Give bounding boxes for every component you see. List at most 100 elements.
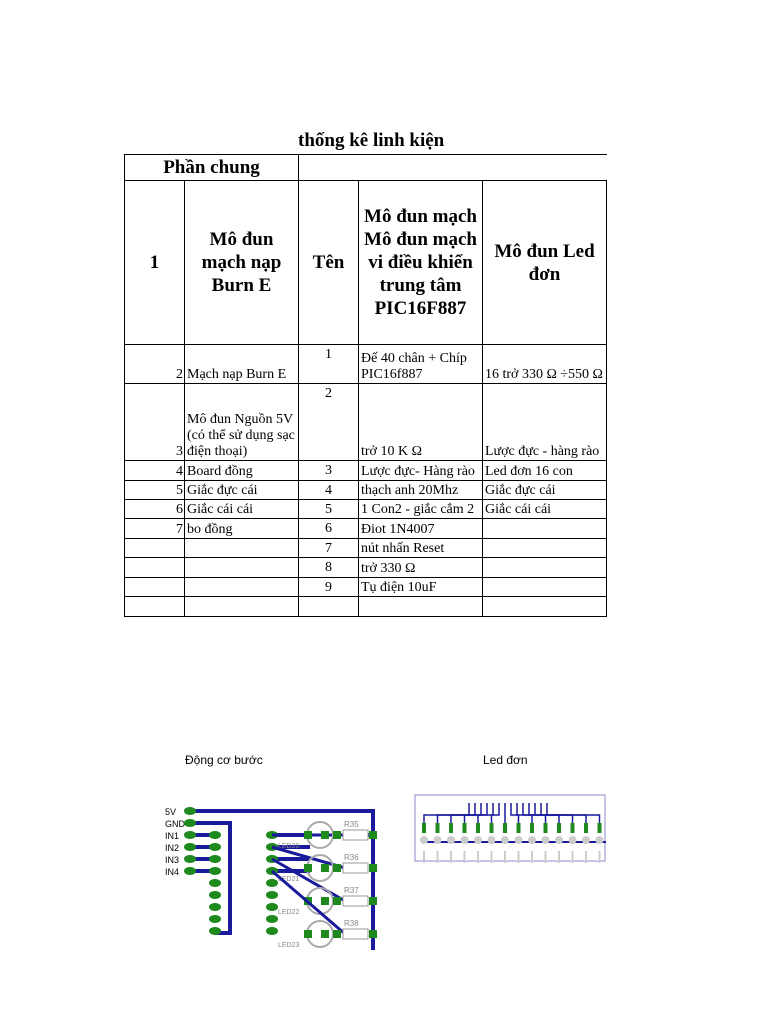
pad [209,879,221,887]
led [555,836,563,844]
pad [530,823,534,833]
stepper-pcb-image: 5VGNDIN1IN2IN3IN4R35LED20R36LED21R37LED2… [165,807,377,950]
pin-label: IN3 [165,855,179,865]
led-label: LED23 [278,942,300,949]
pad [543,823,548,833]
pad [369,831,377,839]
header-col1: Mô đun mạch nạp Burn E [184,180,299,345]
label-mark [517,851,520,863]
cell-d: Lược đực- Hàng rào [358,460,483,481]
cell-a [124,577,185,597]
pad [184,867,196,875]
label-mark [450,851,452,863]
cell-a: 3 [124,383,185,461]
pin-label: IN1 [165,831,179,841]
pad [333,864,341,872]
cell-a: 4 [124,460,185,481]
pad [422,823,426,833]
label-mark [423,851,425,863]
cell-a: 6 [124,499,185,519]
led [487,836,496,844]
led [420,836,428,844]
label-mark [477,851,479,863]
pad [184,855,196,863]
cell-e [482,557,607,578]
label-mark [558,851,560,863]
cell-c [298,596,359,617]
pad [209,843,221,851]
led [514,836,523,844]
pad [321,864,329,872]
cell-a: 5 [124,480,185,500]
label-mark [531,851,533,863]
cell-a [124,596,185,617]
resistor-label: R36 [344,853,359,862]
cell-b: Mạch nạp Burn E [184,344,299,384]
resistor-label: R38 [344,919,359,928]
pad [584,823,588,833]
pad [321,930,329,938]
cell-a: 2 [124,344,185,384]
pad [369,864,377,872]
led-pcb-image [414,794,606,863]
label-mark [490,851,493,863]
led-label: LED21 [278,876,300,883]
caption-stepper: Động cơ bước [185,753,263,767]
board-outline [414,794,606,862]
pad [369,930,377,938]
label-mark [436,851,439,863]
pad [503,823,507,833]
cell-d: trở 330 Ω [358,557,483,578]
pad [570,823,575,833]
pad [209,927,221,935]
pin-label: GND [165,819,186,829]
pin-label: 5V [165,807,176,817]
pad [266,903,278,911]
caption-led: Led đơn [483,753,528,767]
cell-d: thạch anh 20Mhz [358,480,483,500]
pad [304,831,312,839]
resistor [342,895,369,907]
header-col3: Mô đun mạch Mô đun mạch vi điều khiển tr… [358,180,483,345]
pad [516,823,521,833]
pad [321,831,329,839]
led [582,836,590,844]
label-mark [504,851,506,863]
header-col4: Mô đun Led đơn [482,180,607,345]
pad [184,831,196,839]
pad [209,915,221,923]
pad [557,823,561,833]
led [460,836,469,844]
pad [369,897,377,905]
pad [266,879,278,887]
cell-c: 8 [298,557,359,578]
pad [184,843,196,851]
led-label: LED22 [278,909,300,916]
table-row [124,596,607,617]
pad [321,897,329,905]
trace [423,803,470,833]
pad [304,930,312,938]
resistor [342,862,369,874]
pad [449,823,453,833]
led [568,836,577,844]
resistor [342,928,369,940]
component-table: Phần chung 1 Mô đun mạch nạp Burn E Tên … [124,154,607,617]
label-mark [544,851,547,863]
pad [304,864,312,872]
pad [435,823,440,833]
cell-c: 6 [298,518,359,539]
cell-c: 3 [298,460,359,481]
trace [271,869,346,936]
header-col2: Tên [298,180,359,345]
led [474,836,482,844]
resistor-label: R35 [344,820,359,829]
pad [266,927,278,935]
